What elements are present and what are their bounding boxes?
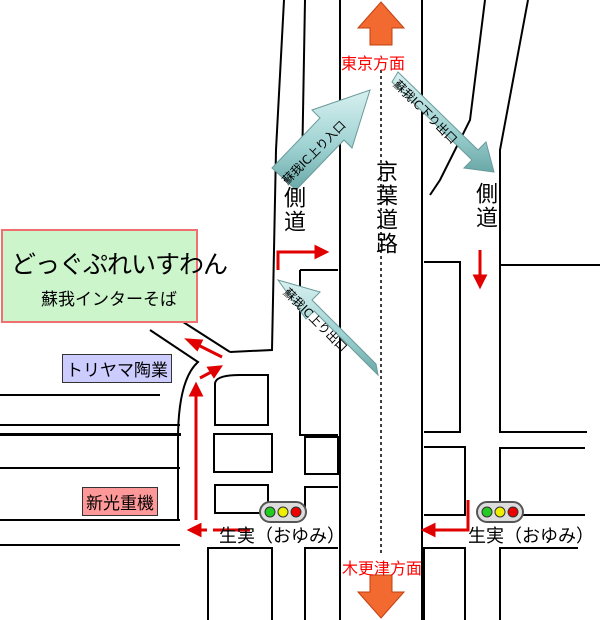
north-arrow-icon [356, 1, 406, 46]
intersection-label-left: 生実（おゆみ） [219, 526, 345, 547]
traffic-signal-right-icon [476, 501, 524, 523]
side-road-label-right: 側道 [472, 182, 497, 230]
side-road-label-left: 側道 [280, 186, 305, 234]
shop-subtitle: 蘇我インターそば [41, 290, 177, 310]
shop-name: どっぐぷれいすわん [11, 250, 228, 279]
south-arrow-icon [356, 574, 406, 619]
down-exit-ramp-icon [391, 71, 495, 173]
landmark-shinko: 新光重機 [82, 487, 158, 516]
highway-name: 京葉道路 [372, 160, 397, 256]
shop-box: どっぐぷれいすわん 蘇我インターそば [1, 229, 228, 323]
intersection-label-right: 生実（おゆみ） [468, 526, 594, 547]
side-road-left-outer [229, 0, 285, 353]
landmark-toriyama: トリヤマ陶業 [62, 354, 172, 383]
up-entrance-ramp-icon [271, 89, 371, 191]
up-exit-ramp-icon [276, 279, 379, 377]
north-direction-label: 東京方面 [341, 54, 406, 73]
traffic-signal-left-icon [259, 501, 307, 523]
south-direction-label: 木更津方面 [342, 559, 423, 578]
